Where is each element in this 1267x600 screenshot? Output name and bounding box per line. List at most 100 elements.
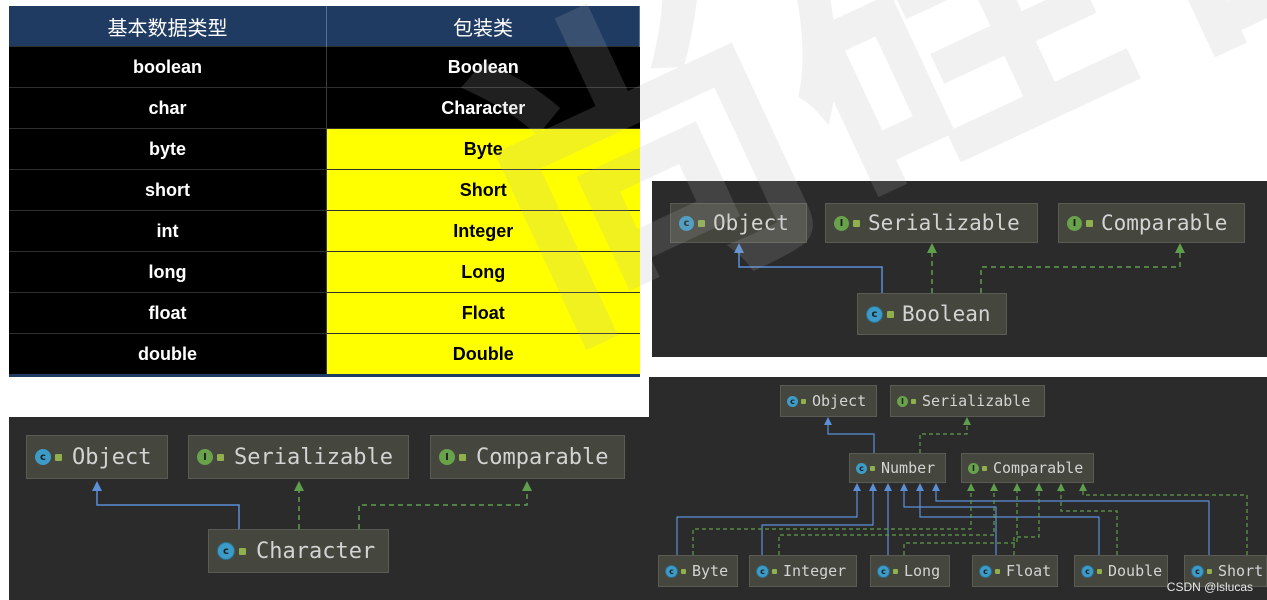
node-label: Comparable: [476, 444, 609, 470]
interface-icon: I: [1067, 215, 1082, 231]
node-label: Object: [72, 444, 152, 470]
table-header-row: 基本数据类型 包装类: [9, 6, 640, 47]
lock-icon: [853, 219, 860, 227]
number-diagram: c Object I Serializable c Number I Compa…: [649, 377, 1267, 600]
primitive-cell: float: [9, 292, 327, 334]
interface-icon: I: [197, 449, 213, 465]
node-label: Serializable: [922, 392, 1031, 410]
interface-icon: I: [968, 462, 979, 474]
lock-icon: [681, 568, 686, 574]
class-icon: c: [979, 564, 992, 578]
wrapper-cell: Character: [326, 87, 640, 129]
primitive-cell: char: [9, 87, 327, 129]
boolean-edges: [734, 243, 1185, 293]
node-short[interactable]: c Short: [1184, 555, 1267, 587]
class-icon: c: [787, 395, 798, 407]
node-comparable[interactable]: I Comparable: [961, 453, 1094, 483]
node-label: Boolean: [902, 302, 991, 326]
node-character[interactable]: c Character: [208, 529, 389, 573]
lock-icon: [1086, 219, 1093, 227]
node-object[interactable]: c Object: [670, 203, 807, 243]
node-long[interactable]: c Long: [870, 555, 950, 587]
wrapper-cell: Integer: [326, 210, 640, 252]
node-serializable[interactable]: I Serializable: [188, 435, 409, 479]
wrapper-cell: Long: [326, 251, 640, 293]
node-label: Short: [1218, 562, 1264, 580]
lock-icon: [801, 398, 806, 404]
node-comparable[interactable]: I Comparable: [1058, 203, 1245, 243]
node-serializable[interactable]: I Serializable: [825, 203, 1038, 243]
lock-icon: [893, 568, 898, 574]
abstract-class-icon: c: [856, 462, 867, 474]
interface-icon: I: [439, 449, 455, 465]
class-icon: c: [1081, 564, 1094, 578]
node-label: Float: [1006, 562, 1052, 580]
lock-icon: [1097, 568, 1102, 574]
node-label: Double: [1108, 562, 1163, 580]
class-icon: c: [877, 564, 890, 578]
primitive-cell: int: [9, 210, 327, 252]
header-wrapper: 包装类: [326, 6, 640, 47]
class-icon: c: [1191, 564, 1204, 578]
node-number[interactable]: c Number: [849, 453, 946, 483]
primitive-cell: boolean: [9, 46, 327, 88]
node-float[interactable]: c Float: [972, 555, 1058, 587]
lock-icon: [698, 219, 705, 227]
node-comparable[interactable]: I Comparable: [430, 435, 625, 479]
lock-icon: [995, 568, 1000, 574]
primitive-cell: long: [9, 251, 327, 293]
lock-icon: [217, 453, 224, 461]
wrapper-cell: Short: [326, 169, 640, 211]
node-label: Long: [904, 562, 941, 580]
lock-icon: [1207, 568, 1212, 574]
lock-icon: [887, 310, 894, 318]
node-label: Object: [812, 392, 867, 410]
primitive-cell: double: [9, 333, 327, 376]
primitive-cell: short: [9, 169, 327, 211]
class-icon: c: [866, 305, 883, 323]
node-label: Serializable: [234, 444, 393, 470]
wrapper-cell: Float: [326, 292, 640, 334]
csdn-credit: CSDN @lslucas: [1166, 580, 1253, 594]
node-label: Integer: [783, 562, 847, 580]
class-icon: c: [665, 564, 678, 578]
lock-icon: [772, 568, 777, 574]
node-label: Serializable: [868, 211, 1020, 235]
lock-icon: [239, 547, 246, 555]
primitive-cell: byte: [9, 128, 327, 170]
wrapper-cell: Byte: [326, 128, 640, 170]
node-serializable[interactable]: I Serializable: [890, 385, 1045, 417]
class-icon: c: [679, 215, 694, 231]
lock-icon: [911, 398, 916, 404]
lock-icon: [459, 453, 466, 461]
boolean-diagram: c Object I Serializable I Comparable c B…: [652, 181, 1267, 357]
node-object[interactable]: c Object: [26, 435, 168, 479]
node-integer[interactable]: c Integer: [749, 555, 857, 587]
node-label: Number: [881, 459, 936, 477]
character-diagram: c Object I Serializable I Comparable c C…: [9, 417, 649, 600]
node-label: Object: [713, 211, 789, 235]
interface-icon: I: [834, 215, 849, 231]
class-icon: c: [756, 564, 769, 578]
node-label: Comparable: [1101, 211, 1228, 235]
class-icon: c: [35, 449, 51, 465]
wrapper-cell: Boolean: [326, 46, 640, 88]
class-icon: c: [217, 542, 235, 560]
interface-icon: I: [897, 395, 908, 407]
lock-icon: [55, 453, 62, 461]
node-double[interactable]: c Double: [1074, 555, 1168, 587]
node-label: Comparable: [993, 459, 1084, 477]
header-primitive: 基本数据类型: [9, 6, 327, 47]
node-object[interactable]: c Object: [780, 385, 877, 417]
lock-icon: [870, 465, 875, 471]
node-boolean[interactable]: c Boolean: [857, 293, 1007, 335]
number-edges: [676, 417, 1248, 555]
